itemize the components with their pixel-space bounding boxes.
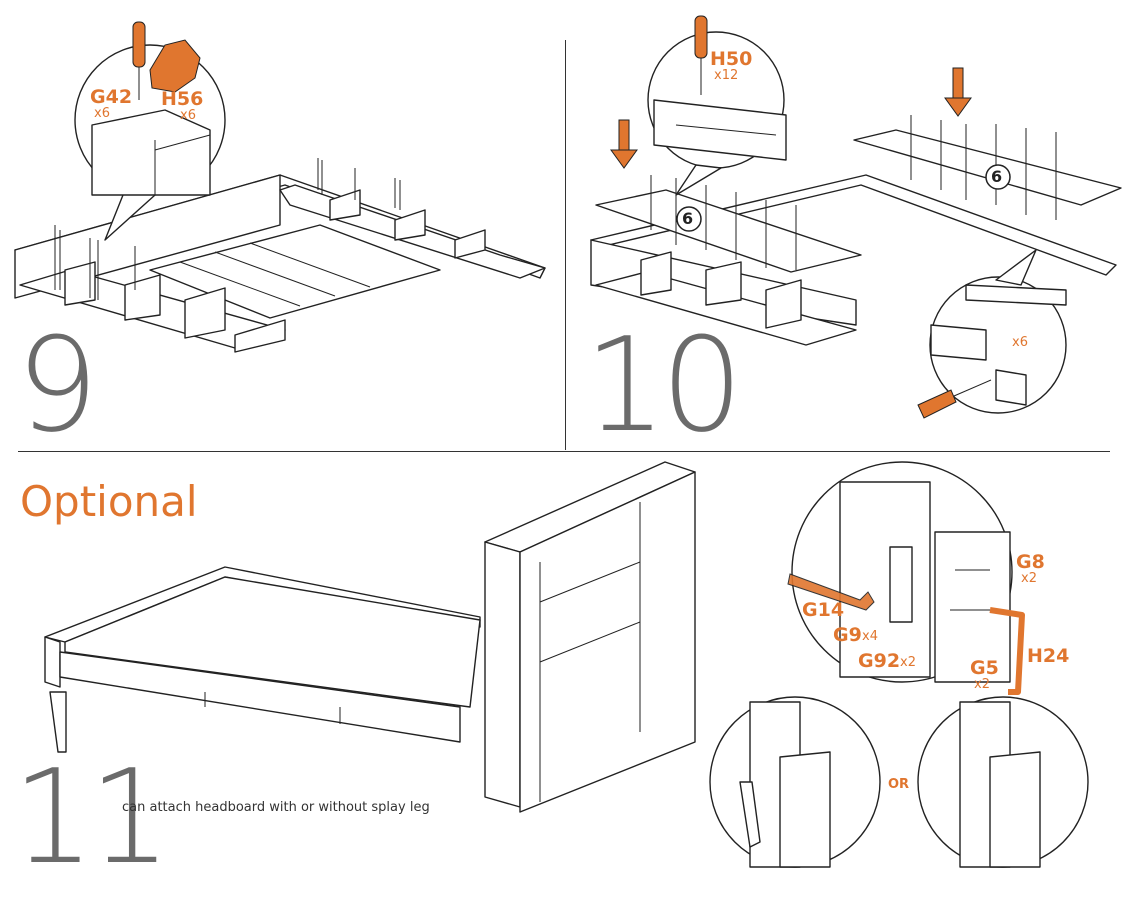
step-9-number: 9 — [16, 309, 99, 461]
detail-x6-qty: x6 — [1012, 335, 1028, 350]
step-10-number: 10 — [584, 309, 743, 461]
part-g92-qty: x2 — [900, 655, 916, 670]
part-g42-qty: x6 — [94, 106, 110, 121]
badge-6-right: 6 — [991, 167, 1003, 186]
step-11-number: 11 — [12, 741, 171, 893]
step-9-panel: G42 x6 H56 x6 9 — [0, 0, 565, 450]
badge-6-left: 6 — [682, 209, 694, 228]
step-11-note: can attach headboard with or without spl… — [122, 800, 430, 815]
step-9-drawing — [14, 21, 546, 353]
part-g8-qty: x2 — [1021, 571, 1037, 586]
part-g9-code: G9 — [833, 624, 862, 646]
part-h56-code: H56 — [161, 88, 204, 110]
part-h56-qty: x6 — [180, 108, 196, 123]
part-g8-code: G8 — [1016, 551, 1045, 573]
part-h50-code: H50 — [710, 48, 753, 70]
optional-title: Optional — [20, 477, 198, 526]
or-label: OR — [888, 777, 910, 792]
part-g14-code: G14 — [802, 599, 845, 621]
part-g92-code: G92 — [858, 650, 901, 672]
horizontal-divider — [18, 451, 1110, 452]
part-h50-qty: x12 — [714, 68, 739, 83]
step-10-panel: H50 x12 x6 6 6 10 — [566, 0, 1139, 450]
part-g5-code: G5 — [970, 657, 999, 679]
part-g42-code: G42 — [90, 86, 133, 108]
part-h24-code: H24 — [1027, 645, 1070, 667]
part-g9-qty: x4 — [862, 629, 878, 644]
step-11-panel: G8 x2 G14 G9 x4 G92 x2 G5 x2 H24 OR 11 — [0, 452, 1139, 897]
vertical-divider — [565, 40, 566, 450]
part-g5-qty: x2 — [974, 677, 990, 692]
step-10-drawing — [590, 15, 1122, 419]
step-11-drawing — [44, 461, 1089, 868]
